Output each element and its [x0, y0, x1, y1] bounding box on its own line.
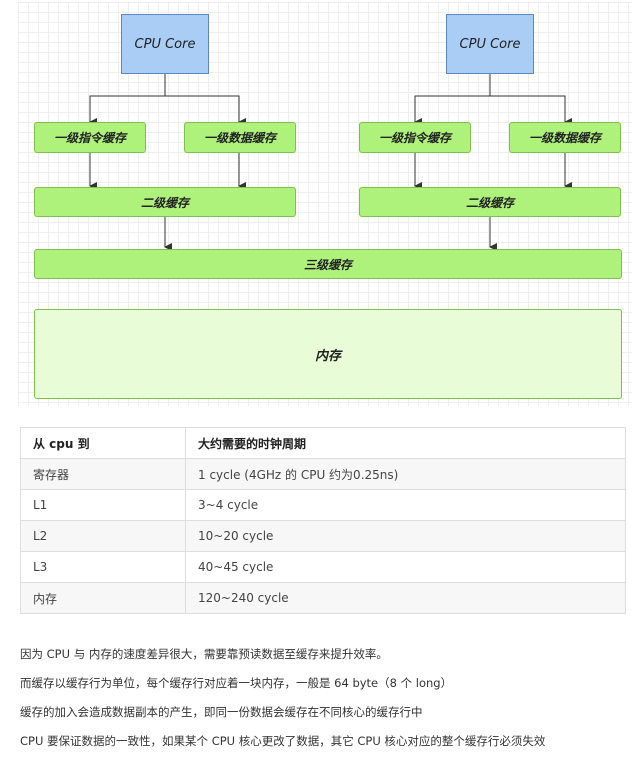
cache-hierarchy-diagram: CPU Core CPU Core 一级指令缓存 一级数据缓存 一级指令缓存 一… [18, 2, 632, 406]
table-cell-level: L2 [20, 520, 186, 552]
table-row: L3 40~45 cycle [20, 551, 626, 583]
table-row: 寄存器 1 cycle (4GHz 的 CPU 约为0.25ns) [20, 458, 626, 490]
column-header-cycles: 大约需要的时钟周期 [185, 427, 626, 459]
table-row: L2 10~20 cycle [20, 520, 626, 552]
diagram-connectors [89, 74, 572, 251]
l2-cache-left: 二级缓存 [34, 187, 296, 217]
paragraph-coherence: CPU 要保证数据的一致性，如果某个 CPU 核心更改了数据，其它 CPU 核心… [20, 734, 546, 748]
column-header-from: 从 cpu 到 [20, 427, 186, 459]
l3-cache: 三级缓存 [34, 249, 622, 279]
table-cell-cycles: 120~240 cycle [185, 582, 626, 614]
table-cell-level: L1 [20, 489, 186, 521]
table-cell-level: L3 [20, 551, 186, 583]
paragraph-cache-line: 而缓存以缓存行为单位，每个缓存行对应着一块内存，一般是 64 byte（8 个 … [20, 676, 453, 690]
table-row: L1 3~4 cycle [20, 489, 626, 521]
latency-table: 从 cpu 到 大约需要的时钟周期 寄存器 1 cycle (4GHz 的 CP… [20, 427, 626, 614]
table-cell-cycles: 40~45 cycle [185, 551, 626, 583]
main-memory: 内存 [34, 309, 622, 399]
l1-data-cache-left: 一级数据缓存 [184, 122, 296, 153]
l2-cache-right: 二级缓存 [359, 187, 621, 217]
table-cell-cycles: 10~20 cycle [185, 520, 626, 552]
paragraph-data-copies: 缓存的加入会造成数据副本的产生，即同一份数据会缓存在不同核心的缓存行中 [20, 705, 423, 719]
cpu-core-right: CPU Core [446, 14, 534, 74]
table-cell-level: 内存 [20, 582, 186, 614]
table-header-row: 从 cpu 到 大约需要的时钟周期 [20, 427, 626, 459]
table-cell-cycles: 1 cycle (4GHz 的 CPU 约为0.25ns) [185, 458, 626, 490]
l1-instruction-cache-left: 一级指令缓存 [34, 122, 146, 153]
l1-instruction-cache-right: 一级指令缓存 [359, 122, 471, 153]
paragraph-speed-gap: 因为 CPU 与 内存的速度差异很大，需要靠预读数据至缓存来提升效率。 [20, 647, 388, 661]
table-cell-cycles: 3~4 cycle [185, 489, 626, 521]
table-cell-level: 寄存器 [20, 458, 186, 490]
cpu-core-left: CPU Core [121, 14, 209, 74]
l1-data-cache-right: 一级数据缓存 [509, 122, 621, 153]
table-row: 内存 120~240 cycle [20, 582, 626, 614]
